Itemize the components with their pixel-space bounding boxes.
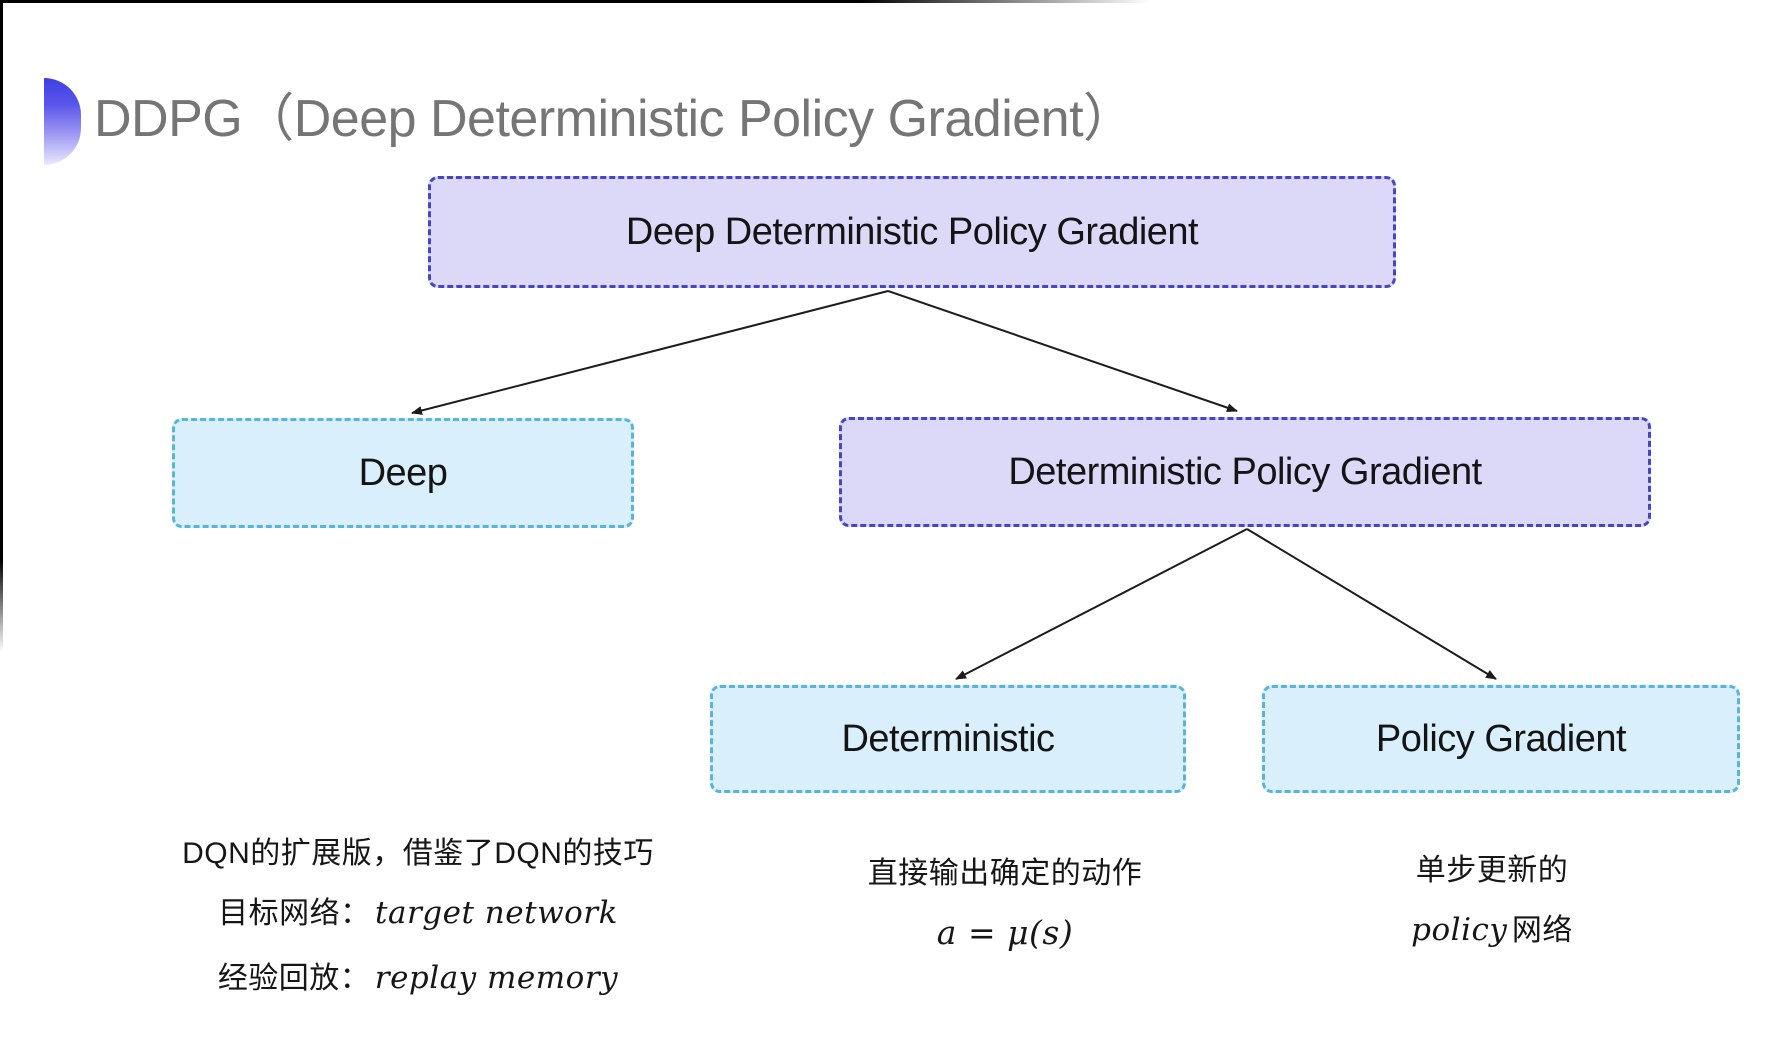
node-label: Policy Gradient [1375, 717, 1627, 760]
node-label: Deterministic Policy Gradient [1008, 450, 1482, 493]
target-network-value: target network [375, 895, 618, 931]
replay-memory-label: 经验回放： [217, 962, 371, 995]
node-deep-deterministic-policy-gradient: Deep Deterministic Policy Gradient [428, 176, 1396, 288]
screen-edge-top [0, 0, 1150, 3]
node-deterministic: Deterministic [710, 685, 1186, 793]
title-bullet-icon [44, 78, 81, 165]
target-network-label: 目标网络： [218, 897, 371, 930]
node-label: Deep [358, 451, 448, 494]
policy-word: policy [1411, 912, 1508, 948]
note-policy-gradient-line1: 单步更新的 [1415, 854, 1569, 887]
node-policy-gradient: Policy Gradient [1262, 685, 1740, 793]
screen-edge-left [0, 0, 3, 652]
page-title: DDPG（Deep Deterministic Policy Gradient） [94, 90, 1135, 148]
note-deterministic: 直接输出确定的动作 a = μ(s) [790, 856, 1220, 974]
note-deep-line3: 经验回放： replay memory [128, 960, 708, 1002]
deterministic-formula: a = μ(s) [936, 913, 1074, 952]
replay-memory-value: replay memory [374, 960, 619, 996]
node-deep: Deep [172, 418, 634, 528]
node-label: Deterministic [841, 717, 1055, 760]
note-deterministic-line1: 直接输出确定的动作 [867, 857, 1143, 890]
arrow-dpg-to-policy-gradient [1246, 528, 1497, 680]
arrow-root-to-deep [411, 290, 889, 415]
note-policy-gradient: 单步更新的 policy 网络 [1292, 853, 1692, 977]
note-deep: DQN的扩展版，借鉴了DQN的技巧 目标网络： target network 经… [128, 836, 708, 1025]
note-deep-line1: DQN的扩展版，借鉴了DQN的技巧 [182, 837, 654, 870]
arrow-root-to-dpg [887, 290, 1238, 413]
note-policy-gradient-line2: policy 网络 [1292, 912, 1692, 954]
node-label: Deep Deterministic Policy Gradient [625, 210, 1199, 253]
node-deterministic-policy-gradient: Deterministic Policy Gradient [839, 417, 1651, 527]
network-word: 网络 [1511, 914, 1573, 947]
note-deep-line2: 目标网络： target network [128, 895, 708, 937]
arrow-dpg-to-deterministic [955, 528, 1248, 680]
